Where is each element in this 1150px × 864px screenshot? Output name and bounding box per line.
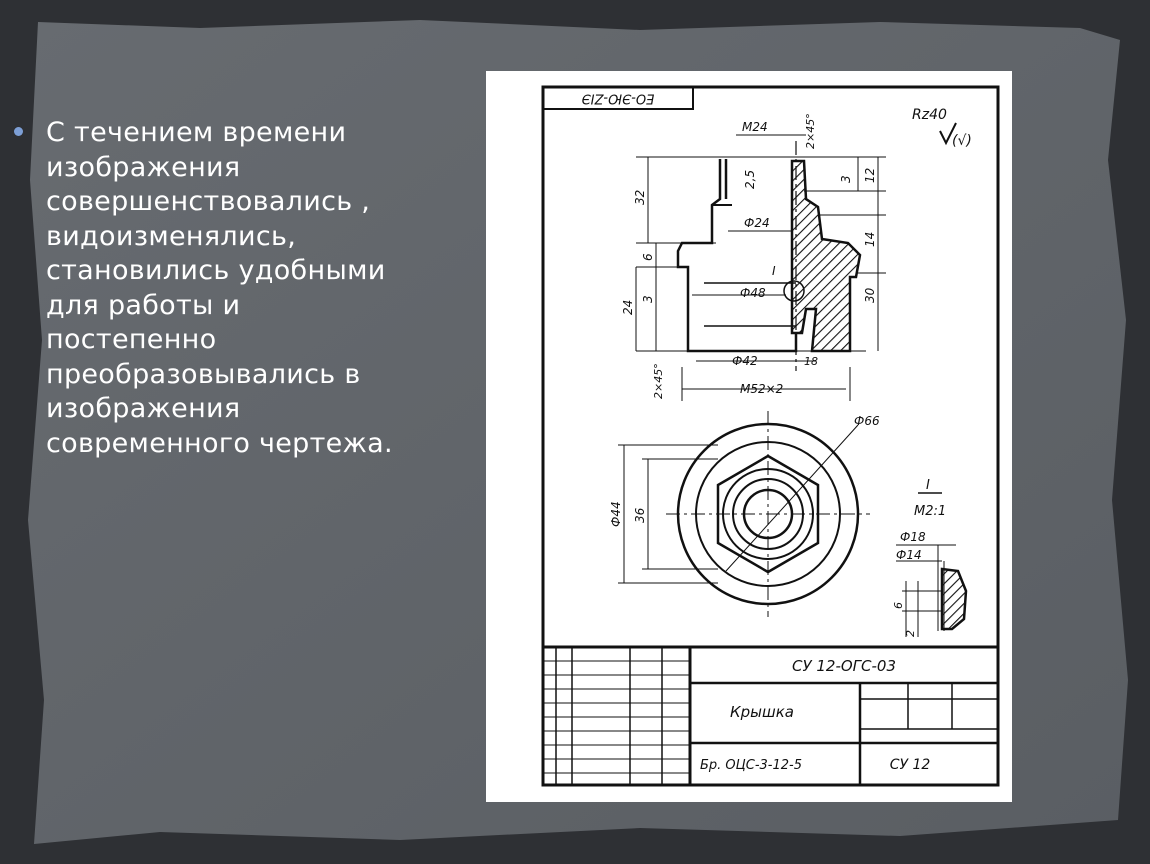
- dim-phi48: Ф48: [740, 286, 766, 300]
- title-block-code: СУ 12-ОГС-03: [792, 657, 896, 675]
- dim-phi42: Ф42: [732, 354, 758, 368]
- dim-32: 32: [633, 190, 647, 205]
- bullet-line: преобразовывались в: [46, 358, 361, 390]
- bullet-line: изображения: [46, 393, 241, 424]
- dim-phi66: Ф66: [854, 414, 880, 428]
- section-hatch: [790, 159, 862, 353]
- bullet-line: видоизменялись,: [46, 220, 297, 252]
- dim-24: 24: [621, 300, 635, 315]
- dim-12: 12: [863, 168, 877, 183]
- main-view-dimensions: [635, 134, 886, 401]
- detail-view: [896, 492, 968, 637]
- detail-label: I: [926, 478, 930, 493]
- dim-phi18-detail: Ф18: [900, 530, 926, 544]
- dim-phi44: Ф44: [609, 501, 623, 527]
- dim-2-detail: 2: [904, 630, 917, 637]
- dim-36: 36: [633, 507, 647, 523]
- dim-chamfer-top: 2×45°: [804, 113, 817, 149]
- bullet-text: С течением времени изображения совершенс…: [46, 116, 466, 461]
- corner-stamp: ЕО-ЭЮ-ZIЭ: [542, 86, 694, 110]
- dim-m24: M24: [742, 120, 768, 134]
- end-view: [618, 411, 870, 617]
- roughness-label: Rz40: [912, 107, 947, 123]
- dim-phi14-detail: Ф14: [896, 548, 922, 562]
- bullet-line: совершенствовались ,: [46, 186, 371, 217]
- dim-18: 18: [804, 355, 818, 368]
- roughness-sub: (√): [952, 133, 972, 149]
- dim-m52: M52×2: [740, 382, 783, 396]
- bullet-dot: [14, 127, 23, 136]
- dim-6: 6: [641, 253, 655, 261]
- dim-3: 3: [839, 175, 853, 183]
- main-view: [676, 141, 862, 371]
- bullet-line: современного чертежа.: [46, 427, 393, 459]
- drawing-frame: [541, 85, 1000, 787]
- roughness-check-icon: [939, 122, 957, 146]
- dim-3b: 3: [641, 295, 655, 303]
- technical-drawing: ЕО-ЭЮ-ZIЭ Rz40 (√): [486, 71, 1012, 802]
- bullet-line: С течением времени: [46, 117, 347, 148]
- title-block: [543, 645, 998, 785]
- bullet-line: постепенно: [46, 324, 217, 355]
- title-block-material: Бр. ОЦС-3-12-5: [700, 758, 802, 773]
- bullet-line: изображения: [46, 151, 241, 183]
- detail-scale: M2:1: [914, 504, 946, 519]
- dim-2-5: 2,5: [743, 170, 757, 189]
- dim-6-detail: 6: [892, 602, 905, 609]
- title-block-name: Крышка: [730, 703, 794, 721]
- dim-phi24: Ф24: [744, 216, 770, 230]
- corner-stamp-text: ЕО-ЭЮ-ZIЭ: [582, 91, 655, 106]
- dim-chamfer-bottom: 2×45°: [652, 363, 665, 399]
- dim-14: 14: [863, 232, 877, 247]
- section-mark: I: [772, 264, 776, 278]
- title-block-org: СУ 12: [890, 757, 931, 773]
- bullet-line: для работы и: [46, 289, 241, 321]
- dim-30: 30: [863, 287, 877, 303]
- bullet-line: становились удобными: [46, 255, 386, 286]
